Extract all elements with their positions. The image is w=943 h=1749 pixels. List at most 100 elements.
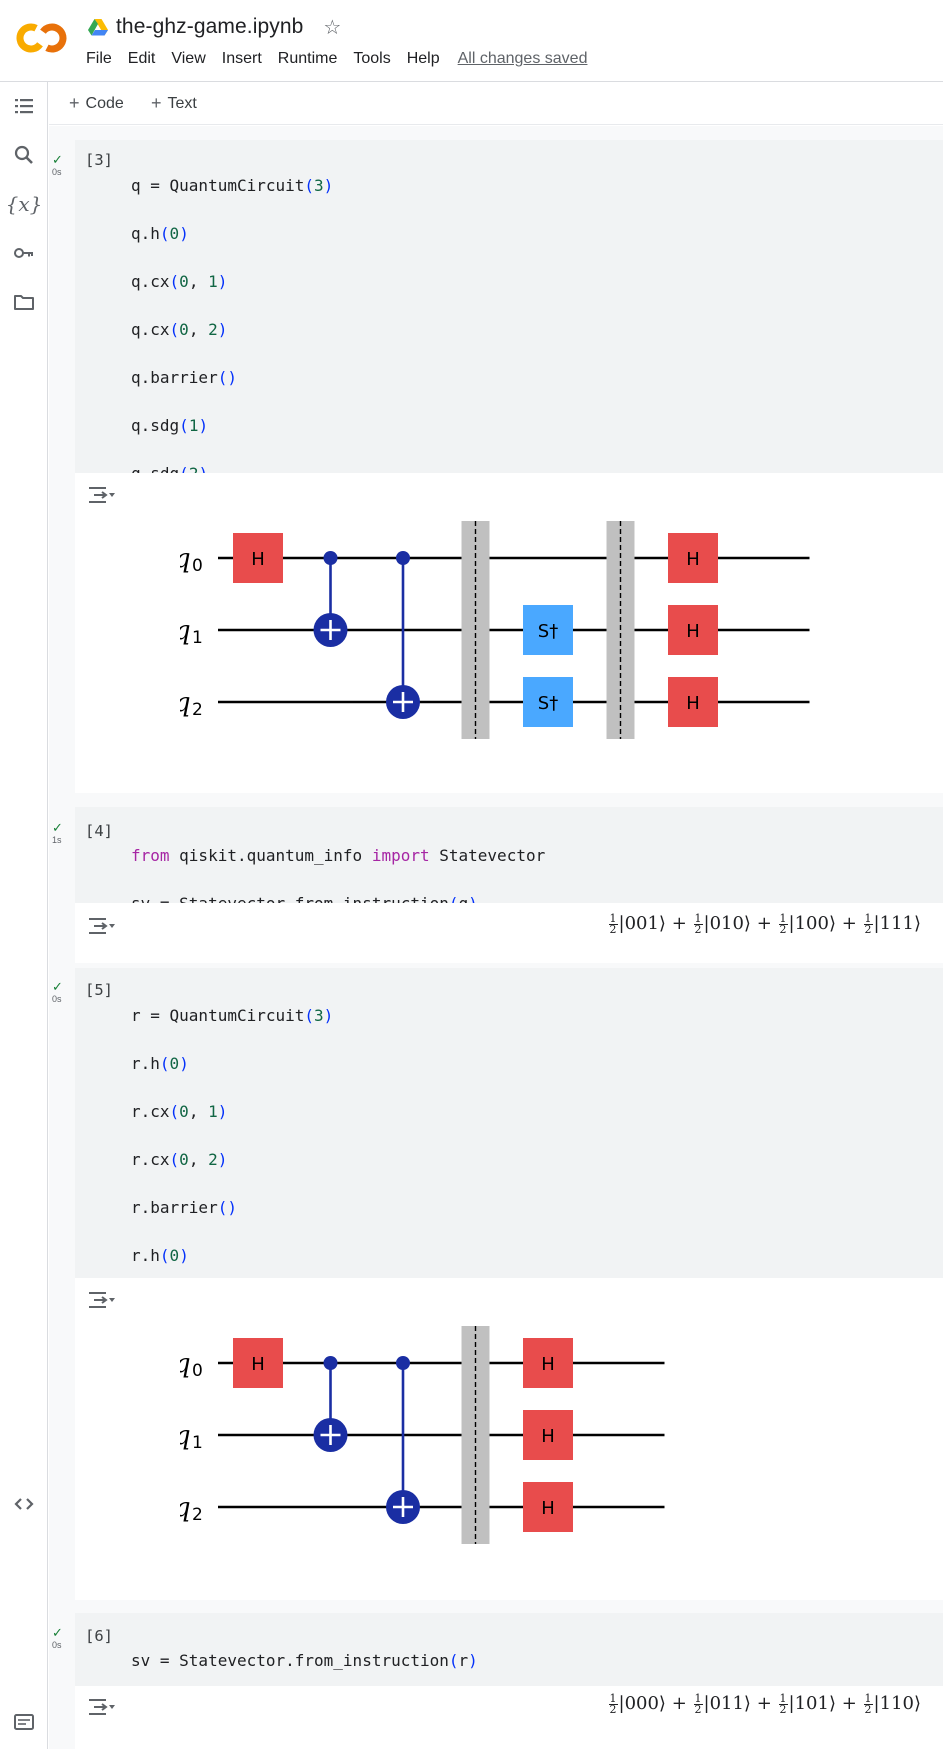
code-line: q.cx(0, 2) [131,320,228,339]
notebook-toolbar: +Code +Text [49,83,943,125]
checkmark-icon: ✓ [52,979,63,994]
qubit-label: q [180,544,191,574]
output-toggle-icon[interactable] [88,485,116,505]
code-line: r.h(0) [131,1054,189,1073]
cell-output [75,473,943,793]
plus-icon: + [69,93,80,113]
google-drive-icon[interactable] [88,18,108,36]
code-line: r.cx(0, 2) [131,1150,228,1169]
gate-label: S† [538,621,558,642]
gate-label: H [686,693,700,714]
plus-icon: + [151,93,162,113]
menu-file[interactable]: File [86,50,112,67]
code-line: from qiskit.quantum_info import Statevec… [131,846,546,865]
code-line: sv = Statevector.from_instruction(r) [131,1651,478,1670]
add-text-cell-button[interactable]: +Text [151,93,197,113]
output-toggle-icon[interactable] [88,1697,116,1717]
checkmark-icon: ✓ [52,1625,63,1640]
code-snippets-icon[interactable] [10,1490,38,1518]
search-icon[interactable] [10,141,38,169]
hadamard-gate [523,1410,573,1460]
code-line: q = QuantumCircuit(3) [131,176,334,195]
code-cell[interactable] [75,807,943,903]
checkmark-icon: ✓ [52,152,63,167]
cell-output [75,1686,943,1749]
table-of-contents-icon[interactable] [10,92,38,120]
qubit-label: q [180,688,191,718]
gate-label: H [686,621,700,642]
qubit-index: 0 [192,1361,203,1381]
code-cell[interactable] [75,968,943,1278]
checkmark-icon: ✓ [52,820,63,835]
secrets-key-icon[interactable] [10,239,38,267]
execution-duration: 1s [52,835,62,845]
terminal-icon[interactable] [10,1708,38,1736]
variables-icon[interactable]: {x} [5,192,43,216]
execution-status: ✓ 0s [52,152,68,177]
star-icon[interactable]: ☆ [323,16,342,39]
gate-label: H [541,1354,555,1375]
execution-count: [5] [85,981,113,999]
execution-duration: 0s [52,1640,62,1650]
sdg-gate [523,605,573,655]
code-line: r.cx(0, 1) [131,1102,228,1121]
qubit-index: 1 [192,1433,203,1453]
sdg-gate [523,677,573,727]
code-cell[interactable] [75,1613,943,1686]
cell-output [75,903,943,963]
circuit-diagram-r: q0q1q2HHHH [180,1326,665,1544]
code-line: q.barrier() [131,368,237,387]
qubit-index: 0 [192,556,203,576]
execution-duration: 0s [52,994,62,1004]
save-status[interactable]: All changes saved [457,50,588,67]
output-toggle-icon[interactable] [88,916,116,936]
execution-count: [4] [85,822,113,840]
hadamard-gate [523,1482,573,1532]
output-toggle-icon[interactable] [88,1290,116,1310]
gate-label: H [541,1498,555,1519]
notebook-title[interactable]: the-ghz-game.ipynb [116,15,304,38]
cnot-control-dot [323,1356,338,1370]
cnot-control-dot [323,551,338,565]
execution-status: ✓ 0s [52,1625,68,1650]
add-code-cell-button[interactable]: +Code [69,93,124,113]
code-line: q.sdg(1) [131,416,209,435]
code-line: q.cx(0, 1) [131,272,228,291]
code-line: r = QuantumCircuit(3) [131,1006,334,1025]
qubit-label: q [180,1421,191,1451]
hadamard-gate [668,677,718,727]
app-header: the-ghz-game.ipynb ☆ File Edit View Inse… [0,0,943,82]
qubit-label: q [180,616,191,646]
menu-help[interactable]: Help [406,50,440,67]
menu-insert[interactable]: Insert [221,50,262,67]
execution-count: [3] [85,151,113,169]
execution-duration: 0s [52,167,62,177]
qubit-index: 2 [192,700,203,720]
hadamard-gate [668,533,718,583]
code-line: q.h(0) [131,224,189,243]
circuit-diagram-q: q0q1q2HS†S†HHH [180,521,810,739]
cnot-control-dot [396,1356,410,1370]
menu-tools[interactable]: Tools [353,50,391,67]
colab-logo-icon[interactable] [16,22,68,54]
gate-label: H [686,549,700,570]
execution-status: ✓ 1s [52,820,68,845]
menu-runtime[interactable]: Runtime [277,50,338,67]
gate-label: H [541,1426,555,1447]
code-line: r.barrier() [131,1198,237,1217]
code-cell[interactable] [75,140,943,473]
gate-label: H [251,1354,265,1375]
hadamard-gate [668,605,718,655]
menu-edit[interactable]: Edit [127,50,156,67]
hadamard-gate [233,1338,283,1388]
cnot-control-dot [396,551,410,565]
code-line: r.h(0) [131,1246,189,1265]
gate-label: S† [538,693,558,714]
qubit-index: 2 [192,1505,203,1525]
files-folder-icon[interactable] [10,288,38,316]
cell-output [75,1278,943,1600]
qubit-label: q [180,1493,191,1523]
menu-view[interactable]: View [171,50,206,67]
